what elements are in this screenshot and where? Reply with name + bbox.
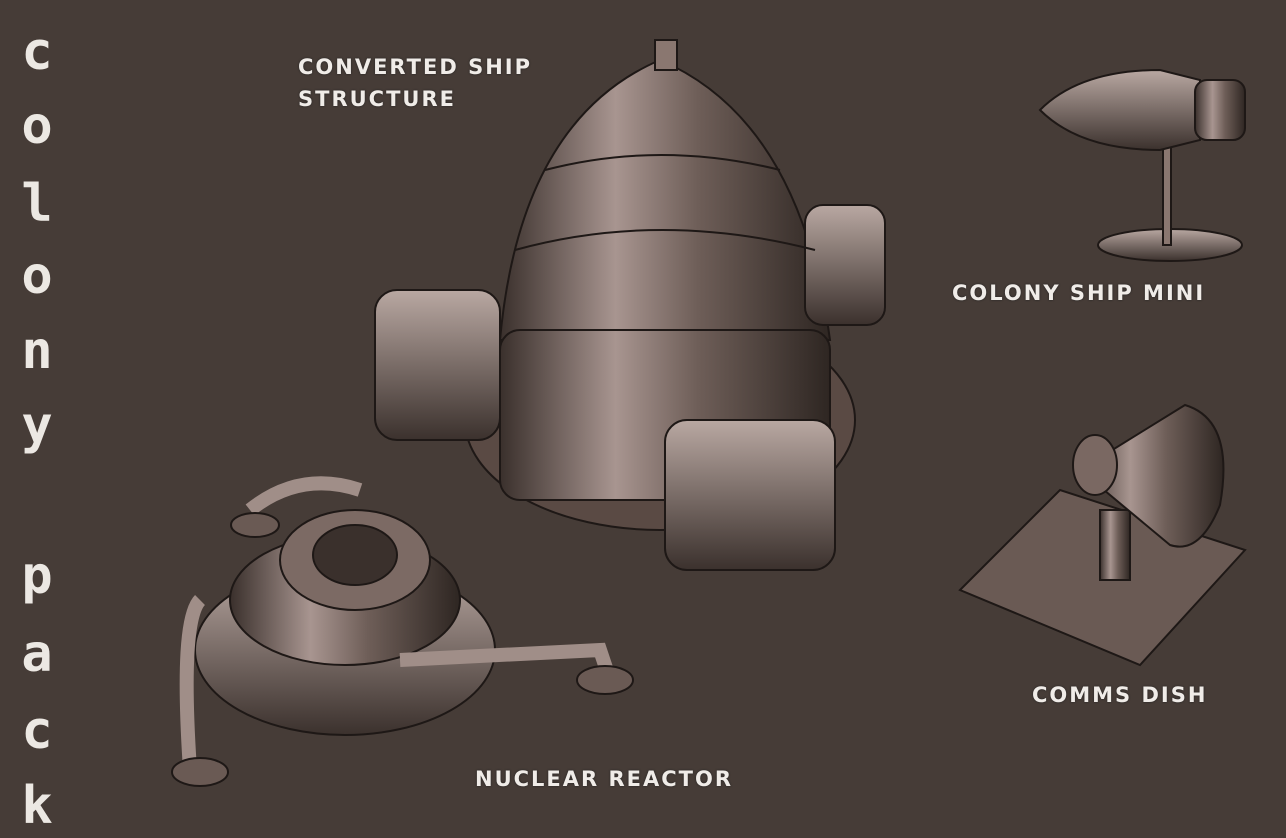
colony-ship-mini-model <box>1038 68 1246 262</box>
label-nuclear-reactor: Nuclear Reactor <box>475 767 734 791</box>
title-letter: C <box>21 701 53 761</box>
title-letter: K <box>21 776 53 836</box>
converted-ship-structure-model <box>374 39 886 571</box>
label-colony-ship-mini: Colony Ship Mini <box>952 281 1206 305</box>
nuclear-reactor-model <box>171 476 634 787</box>
title-letter: A <box>21 624 53 684</box>
title-letter: O <box>21 96 53 156</box>
label-comms-dish: Comms Dish <box>1032 683 1208 707</box>
label-structure-line1: Converted Ship <box>298 55 532 79</box>
label-structure-line2: Structure <box>298 87 456 111</box>
title-letter: L <box>21 174 53 234</box>
title-letter: O <box>21 246 53 306</box>
title-letter: N <box>21 321 53 381</box>
title-letter: C <box>21 22 53 82</box>
title-letter: Y <box>21 396 53 456</box>
comms-dish-model <box>958 403 1247 667</box>
title-letter: P <box>21 546 53 606</box>
